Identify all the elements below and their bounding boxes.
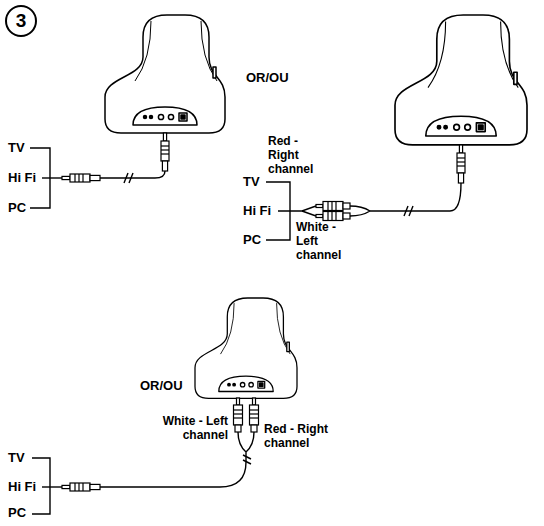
transmitter-base [395, 15, 527, 145]
rca-plug [316, 202, 350, 211]
source-label: Hi Fi [8, 170, 36, 185]
audio-cable [100, 432, 254, 487]
source-lead [278, 206, 316, 216]
alternative-label: OR/OU [140, 378, 183, 393]
source-label: TV [8, 140, 25, 155]
source-label: Hi Fi [243, 203, 271, 218]
channel-label: White - Left channel [296, 220, 356, 262]
cables [30, 148, 461, 514]
channel-label: Red - Right channel [268, 134, 328, 176]
jack-plug [62, 483, 100, 491]
source-lead [42, 177, 62, 178]
rca-plug [234, 398, 243, 432]
source-label: Hi Fi [8, 479, 36, 494]
transmitter-base [195, 298, 297, 398]
rca-plug [316, 212, 350, 221]
audio-cable [350, 183, 461, 216]
step-number: 3 [16, 11, 27, 31]
step-number-circle: 3 [5, 5, 37, 37]
source-label: PC [243, 232, 261, 247]
break-mark [243, 455, 251, 464]
channel-label: Red - Right channel [264, 422, 354, 450]
jack-plug [161, 133, 169, 171]
channel-label: White - Left channel [146, 414, 228, 442]
break-mark [404, 206, 413, 216]
alternative-label: OR/OU [246, 70, 289, 85]
source-label: PC [8, 200, 26, 215]
jack-plug [62, 174, 100, 182]
source-lead [42, 486, 62, 487]
jack-plug [457, 145, 465, 183]
source-label: PC [8, 505, 26, 520]
source-label: TV [8, 450, 25, 465]
transmitter-base [105, 15, 225, 133]
break-mark [124, 173, 133, 183]
rca-plug [250, 398, 259, 432]
source-label: TV [243, 174, 260, 189]
